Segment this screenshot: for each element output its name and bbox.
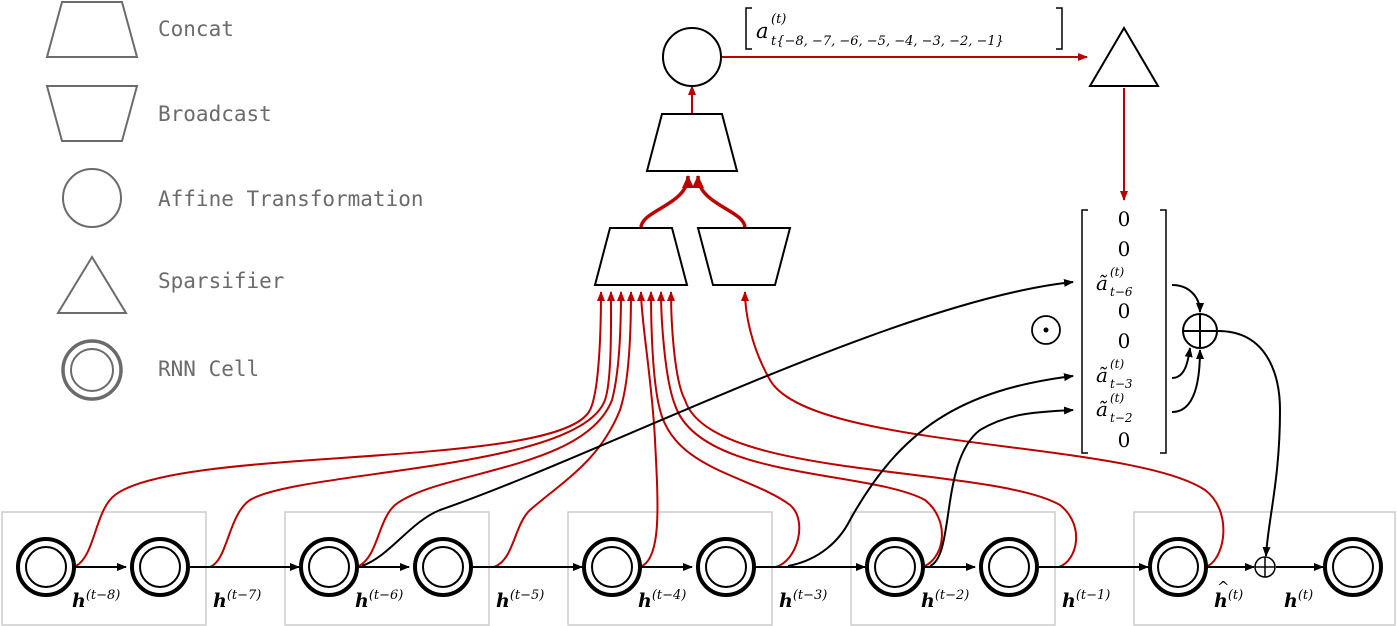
- svg-text:t−2: t−2: [1110, 411, 1133, 425]
- vector-entry-1: 0: [1118, 237, 1131, 261]
- svg-text:ã: ã: [1096, 363, 1108, 387]
- vector-entry-7: 0: [1118, 428, 1131, 452]
- svg-text:t−3: t−3: [1110, 377, 1133, 391]
- rnn-cell-t8: [16, 537, 76, 597]
- vector-entry-t2: ã (t) t−2: [1096, 391, 1133, 425]
- affine-legend-icon: [62, 168, 122, 228]
- svg-text:a: a: [756, 19, 769, 43]
- rnn-cell-t-hat: [1148, 537, 1208, 597]
- svg-text:(t): (t): [771, 12, 786, 27]
- broadcast-legend-icon: [45, 85, 139, 142]
- svg-text:t{−8, −7, −6, −5, −4, −3, −2,: t{−8, −7, −6, −5, −4, −3, −2, −1}: [771, 34, 1004, 49]
- hat-accent: ^: [1217, 578, 1230, 596]
- svg-text:(t): (t): [1110, 265, 1125, 279]
- sparsifier-node: [1088, 26, 1160, 87]
- sparse-attention-vector: 0 0 ã (t) t−6 0 0 ã (t) t−3 ã (t) t−2 0: [1081, 207, 1167, 454]
- vector-entry-t3: ã (t) t−3: [1096, 357, 1133, 391]
- legend-rnn-cell-label: RNN Cell: [158, 357, 259, 381]
- rnn-cell-t4: [582, 537, 642, 597]
- vector-entry-t6: ã (t) t−6: [1096, 265, 1133, 299]
- attention-weights-label: a (t) t{−8, −7, −6, −5, −4, −3, −2, −1}: [745, 7, 1063, 50]
- label-h-t5: h(t−5): [496, 588, 544, 612]
- rnn-cell-legend-icon: [61, 339, 123, 401]
- hadamard-icon: [1031, 315, 1061, 345]
- lower-concat-node: [593, 227, 689, 286]
- rnn-cell-t5: [413, 537, 473, 597]
- residual-plus-icon: [1254, 556, 1276, 578]
- svg-text:(t): (t): [1110, 357, 1125, 371]
- label-h-t2: h(t−2): [921, 588, 969, 612]
- svg-text:(t): (t): [1110, 391, 1125, 405]
- skip-connections: [361, 278, 1282, 567]
- sparsifier-legend-icon: [56, 255, 128, 314]
- rnn-cells: [16, 537, 1383, 597]
- broadcast-node: [696, 227, 792, 286]
- label-h-hat: h(t): [1214, 588, 1243, 612]
- vector-entry-4: 0: [1118, 329, 1131, 353]
- label-h-t1: h(t−1): [1062, 588, 1110, 612]
- legend-broadcast-label: Broadcast: [158, 102, 272, 126]
- svg-text:ã: ã: [1096, 271, 1108, 295]
- svg-text:ã: ã: [1096, 397, 1108, 421]
- legend-concat-label: Concat: [158, 17, 234, 41]
- label-h-t7: h(t−7): [213, 588, 261, 612]
- rnn-cell-t6: [299, 537, 359, 597]
- upper-concat-node: [645, 113, 739, 172]
- timestep-groups: [1, 511, 1396, 626]
- label-h-t3: h(t−3): [779, 588, 827, 612]
- affine-node: [662, 27, 722, 87]
- vector-entry-0: 0: [1118, 207, 1131, 231]
- rnn-cell-t: [1323, 537, 1383, 597]
- attention-curves: [75, 53, 1225, 568]
- legend: Concat Broadcast Affine Transformation S…: [45, 0, 424, 401]
- label-h-t: h(t): [1284, 588, 1313, 612]
- label-h-t6: h(t−6): [355, 588, 403, 612]
- label-h-t8: h(t−8): [72, 588, 120, 612]
- rnn-cell-t7: [130, 537, 190, 597]
- rnn-cell-t2: [865, 537, 925, 597]
- concat-legend-icon: [45, 0, 139, 58]
- legend-sparsifier-label: Sparsifier: [158, 269, 284, 293]
- oplus-icon: [1182, 313, 1218, 349]
- vector-entry-3: 0: [1118, 299, 1131, 323]
- rnn-cell-t1: [979, 537, 1039, 597]
- rnn-cell-t3: [696, 537, 756, 597]
- label-h-t4: h(t−4): [638, 588, 686, 612]
- svg-text:t−6: t−6: [1110, 285, 1133, 299]
- hidden-labels: h(t−8) h(t−7) h(t−6) h(t−5) h(t−4) h(t−3…: [72, 578, 1313, 612]
- legend-affine-label: Affine Transformation: [158, 187, 424, 211]
